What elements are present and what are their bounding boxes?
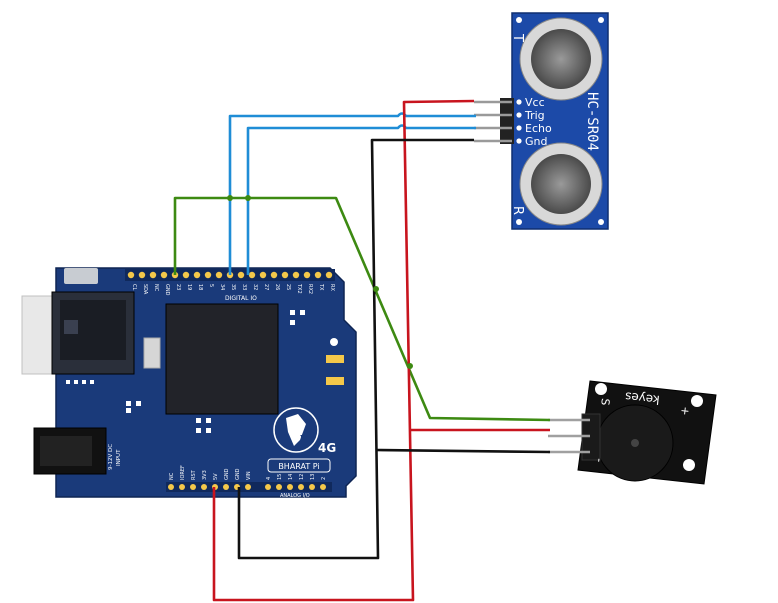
top-pin-label: 35 [230,284,236,290]
wires [173,99,551,602]
top-pin-label: RX [329,284,335,291]
top-pin-labels: CL SDA NC GND 23 19 18 5 34 35 33 32 27 26 25 TX2 RX2 TX R… [131,283,335,296]
pin-echo: Echo [525,122,552,135]
top-pin-label: 23 [175,284,181,290]
pin-vcc: Vcc [525,96,545,109]
bottom-pin-label: RST [191,469,197,480]
top-pin-label: 34 [219,284,225,290]
top-pin-label: 32 [252,284,258,290]
top-pin-label: NC [153,284,159,292]
buzzer-brand: keyes [624,389,660,407]
pi-symbol: π [300,433,306,443]
top-pin-label: 26 [274,284,280,290]
top-pin-label: 33 [241,284,247,290]
dc-jack-inner [40,436,92,466]
power-input-label-2: INPUT [116,449,122,466]
top-header [125,269,335,281]
bottom-pin-label: 4 [266,477,272,480]
bottom-pin-label: 15 [277,474,283,480]
pin-trig: Trig [524,109,545,122]
led-2 [326,377,344,385]
top-pin-label: GND [164,284,170,296]
top-pin-label: 18 [197,284,203,290]
bottom-pin-label: 13 [310,474,316,480]
pin-gnd: Gnd [525,135,547,148]
wire-green-signal [173,196,551,422]
buzzer-minus-label: - [593,458,606,463]
sensor-model: HC-SR04 [584,92,600,151]
reset-button [330,338,338,346]
buzzer-s-label: S [598,398,612,406]
bottom-pin-label: 2 [321,477,327,480]
bottom-pin-label: VIN [246,471,252,480]
top-pin-label: TX [318,283,324,291]
buzzer-plus-label: + [678,406,692,417]
india-map-icon [286,414,306,446]
badge-4g: 4G [318,441,336,455]
led-1 [326,355,344,363]
bottom-pin-labels: NC IOREF RST 3V3 5V GND GND VIN 4 15 14 12 13 2 [169,465,327,480]
bottom-pin-label: GND [235,468,241,480]
board-name: BHARAT Pi [278,462,319,471]
r-label: R [510,206,525,215]
top-pin-label: 25 [285,284,291,290]
wire-junctions [227,195,413,369]
bottom-pin-label: 5V [213,473,219,480]
top-pin-label: CL [131,284,137,290]
buzzer-pins [548,418,590,454]
board-name-box [267,458,331,473]
bottom-pin-label: NC [169,472,175,480]
usb-connector [21,295,57,375]
bottom-pin-label: 3V3 [202,470,208,480]
sensor-pin-header [474,98,522,144]
digital-io-label: DIGITAL IO [225,295,257,302]
wire-blue-echo [246,124,476,275]
wire-red-vcc [212,99,475,602]
esp-module-chip [64,320,78,334]
bottom-header [166,482,332,492]
top-pin-label: TX2 [296,283,302,294]
crystal [143,337,161,369]
wire-black-buzzer [375,448,551,454]
top-pin-label: 19 [186,284,192,290]
bottom-pin-label: 12 [299,474,305,480]
analog-io-label: ANALOG I/O [280,493,310,499]
bharat-pi-logo [273,407,319,453]
wire-black-gnd [237,138,474,560]
pcb-markings [66,310,305,433]
bottom-pin-label: GND [224,468,230,480]
top-pin-label: SDA [142,284,148,295]
wire-blue-trig [228,112,476,275]
top-pin-label: 5 [208,284,214,287]
bottom-pin-label: IOREF [180,465,186,480]
buzzer-module: keyes S - + [548,380,717,485]
top-pin-label: 27 [263,284,269,290]
antenna-connector [64,268,98,284]
main-chip [165,303,279,415]
top-pin-label: RX2 [307,284,313,294]
bottom-pin-label: 14 [288,474,294,480]
t-label: T [510,33,525,42]
hc-sr04-sensor: T R HC-SR04 Vcc Trig Echo Gnd [474,12,609,230]
power-input-label-1: 9-12V DC [108,444,114,470]
